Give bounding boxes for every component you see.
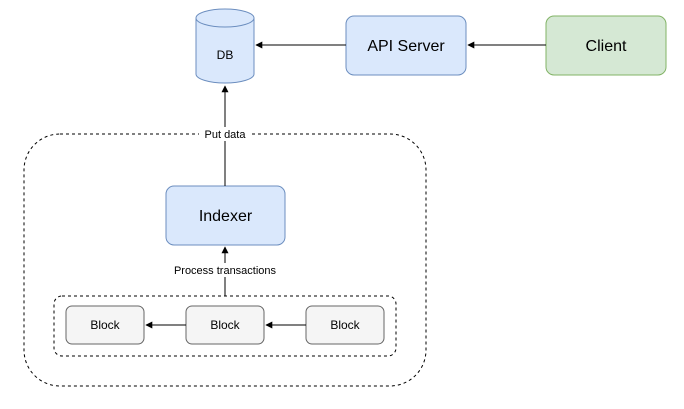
process-transactions-label: Process transactions — [174, 265, 277, 277]
db-cylinder: DB — [195, 8, 255, 84]
block-1-label: Block — [90, 318, 120, 332]
api-server-node: API Server — [345, 15, 467, 76]
put-data-label-bg — [199, 127, 251, 141]
api-server-label: API Server — [367, 38, 445, 55]
block-2-label: Block — [210, 318, 240, 332]
block-3-label: Block — [330, 318, 360, 332]
block-node-1: Block — [65, 305, 145, 345]
process-transactions-label-bg — [163, 263, 287, 277]
block-node-3: Block — [305, 305, 385, 345]
client-label: Client — [586, 38, 627, 55]
indexer-label: Indexer — [199, 208, 253, 225]
put-data-label: Put data — [205, 129, 247, 141]
client-node: Client — [545, 15, 667, 76]
block-node-2: Block — [185, 305, 265, 345]
db-label: DB — [217, 48, 234, 62]
indexer-node: Indexer — [165, 185, 286, 246]
